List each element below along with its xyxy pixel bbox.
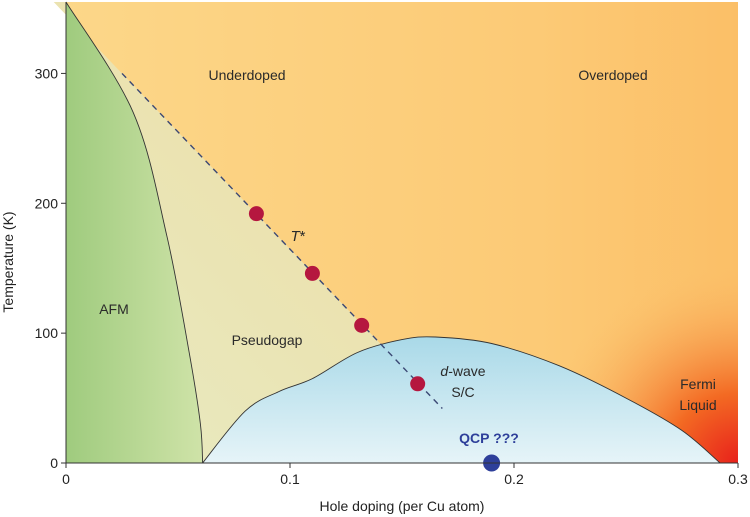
y-tick-label-3: 300 <box>35 65 59 81</box>
overdoped-label: Overdoped <box>578 67 647 83</box>
liquid-label: Liquid <box>679 397 716 413</box>
underdoped-label: Underdoped <box>208 67 285 83</box>
dwave-label-wave: -wave <box>448 363 486 379</box>
pseudogap-label: Pseudogap <box>232 332 303 348</box>
t-star-point-4 <box>410 376 426 392</box>
qcp-label: QCP ??? <box>459 430 519 446</box>
x-ticks: 0 0.1 0.2 0.3 <box>62 463 748 487</box>
t-star-label-star: * <box>300 228 306 245</box>
dwave-label-d: d <box>440 363 449 379</box>
afm-region <box>66 2 203 463</box>
y-tick-label-0: 0 <box>50 455 58 471</box>
y-tick-label-1: 100 <box>35 325 59 341</box>
x-tick-label-3: 0.3 <box>728 471 748 487</box>
t-star-label: T* <box>290 228 305 245</box>
x-tick-label-1: 0.1 <box>280 471 300 487</box>
plot-area <box>53 1 738 472</box>
x-tick-label-2: 0.2 <box>504 471 524 487</box>
afm-boundary-line <box>65 1 204 464</box>
t-star-dashed-line <box>121 72 443 409</box>
sc-label: S/C <box>451 384 474 400</box>
fermi-label: Fermi <box>680 376 716 392</box>
t-star-point-1 <box>248 206 264 222</box>
afm-label: AFM <box>99 301 129 317</box>
t-star-point-2 <box>304 265 320 281</box>
dwave-label: d-wave <box>440 363 485 379</box>
y-ticks: 0 100 200 300 <box>35 65 66 471</box>
y-tick-label-2: 200 <box>35 195 59 211</box>
x-tick-label-0: 0 <box>62 471 70 487</box>
superconducting-dome <box>201 336 722 464</box>
x-axis-label: Hole doping (per Cu atom) <box>320 498 485 514</box>
t-star-point-3 <box>354 317 370 333</box>
y-axis-label: Temperature (K) <box>0 211 16 312</box>
t-star-points <box>248 206 426 392</box>
t-star-label-t: T <box>290 228 301 245</box>
region-labels: Underdoped Overdoped AFM Pseudogap d-wav… <box>99 67 716 446</box>
